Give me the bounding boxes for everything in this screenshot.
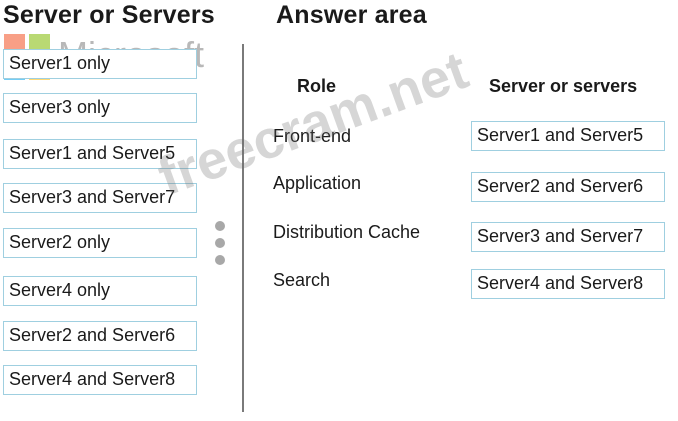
drag-handle-dot[interactable]	[215, 221, 225, 231]
answer-slot-search[interactable]: Server4 and Server8	[471, 269, 665, 299]
role-application: Application	[273, 173, 362, 193]
option-server4-only[interactable]: Server4 only	[3, 276, 197, 306]
role-front-end: Front-end	[273, 126, 352, 146]
role-distribution-cache: Distribution Cache	[273, 222, 421, 242]
servers-column-header: Server or servers	[489, 76, 638, 96]
option-server1-only[interactable]: Server1 only	[3, 49, 197, 79]
drag-handle-dot[interactable]	[215, 238, 225, 248]
drag-handle-dot[interactable]	[215, 255, 225, 265]
option-server1-and-server5[interactable]: Server1 and Server5	[3, 139, 197, 169]
answer-slot-distribution-cache[interactable]: Server3 and Server7	[471, 222, 665, 252]
role-search: Search	[273, 270, 331, 290]
source-heading: Server or Servers	[3, 1, 215, 29]
answer-area-heading: Answer area	[276, 1, 427, 29]
option-server4-and-server8[interactable]: Server4 and Server8	[3, 365, 197, 395]
option-server2-and-server6[interactable]: Server2 and Server6	[3, 321, 197, 351]
option-server2-only[interactable]: Server2 only	[3, 228, 197, 258]
role-column-header: Role	[297, 76, 337, 96]
option-server3-only[interactable]: Server3 only	[3, 93, 197, 123]
panel-divider	[242, 44, 244, 412]
answer-slot-application[interactable]: Server2 and Server6	[471, 172, 665, 202]
answer-slot-front-end[interactable]: Server1 and Server5	[471, 121, 665, 151]
option-server3-and-server7[interactable]: Server3 and Server7	[3, 183, 197, 213]
